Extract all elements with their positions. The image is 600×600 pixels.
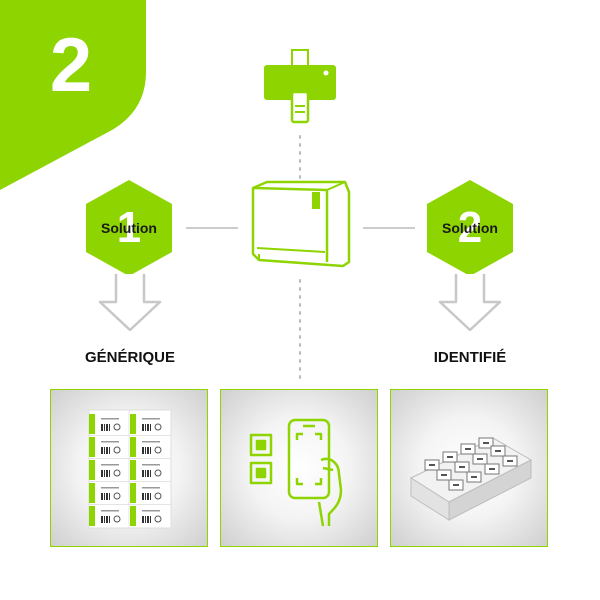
solution-2-number: 2 <box>457 203 483 252</box>
solution-1-number: 1 <box>116 203 142 252</box>
down-arrow-icon <box>438 274 502 332</box>
printed-label-sheet <box>88 409 172 529</box>
solution-1-hexagon <box>86 180 172 276</box>
step-number: 2 <box>49 23 93 108</box>
step-corner-badge <box>0 0 146 190</box>
label-printer-icon <box>264 49 336 124</box>
horizontal-connectors <box>186 227 415 229</box>
dotted-connector <box>299 135 301 381</box>
instrument-tray <box>409 437 533 521</box>
solution-1-label: Solution <box>101 220 157 236</box>
solution-1-caption: GÉNÉRIQUE <box>84 349 175 366</box>
generic-labels-tile <box>50 389 208 547</box>
solution-2-caption: IDENTIFIÉ <box>433 349 507 366</box>
identified-scan-tile <box>220 389 378 547</box>
down-arrow-icon <box>98 274 162 332</box>
solution-2-hexagon <box>427 180 513 276</box>
solution-2-label: Solution <box>442 220 498 236</box>
autoclave-sterilizer-icon <box>251 180 351 268</box>
smartphone-qr-scan-icon <box>249 418 343 527</box>
instrument-tray-tile <box>390 389 548 547</box>
